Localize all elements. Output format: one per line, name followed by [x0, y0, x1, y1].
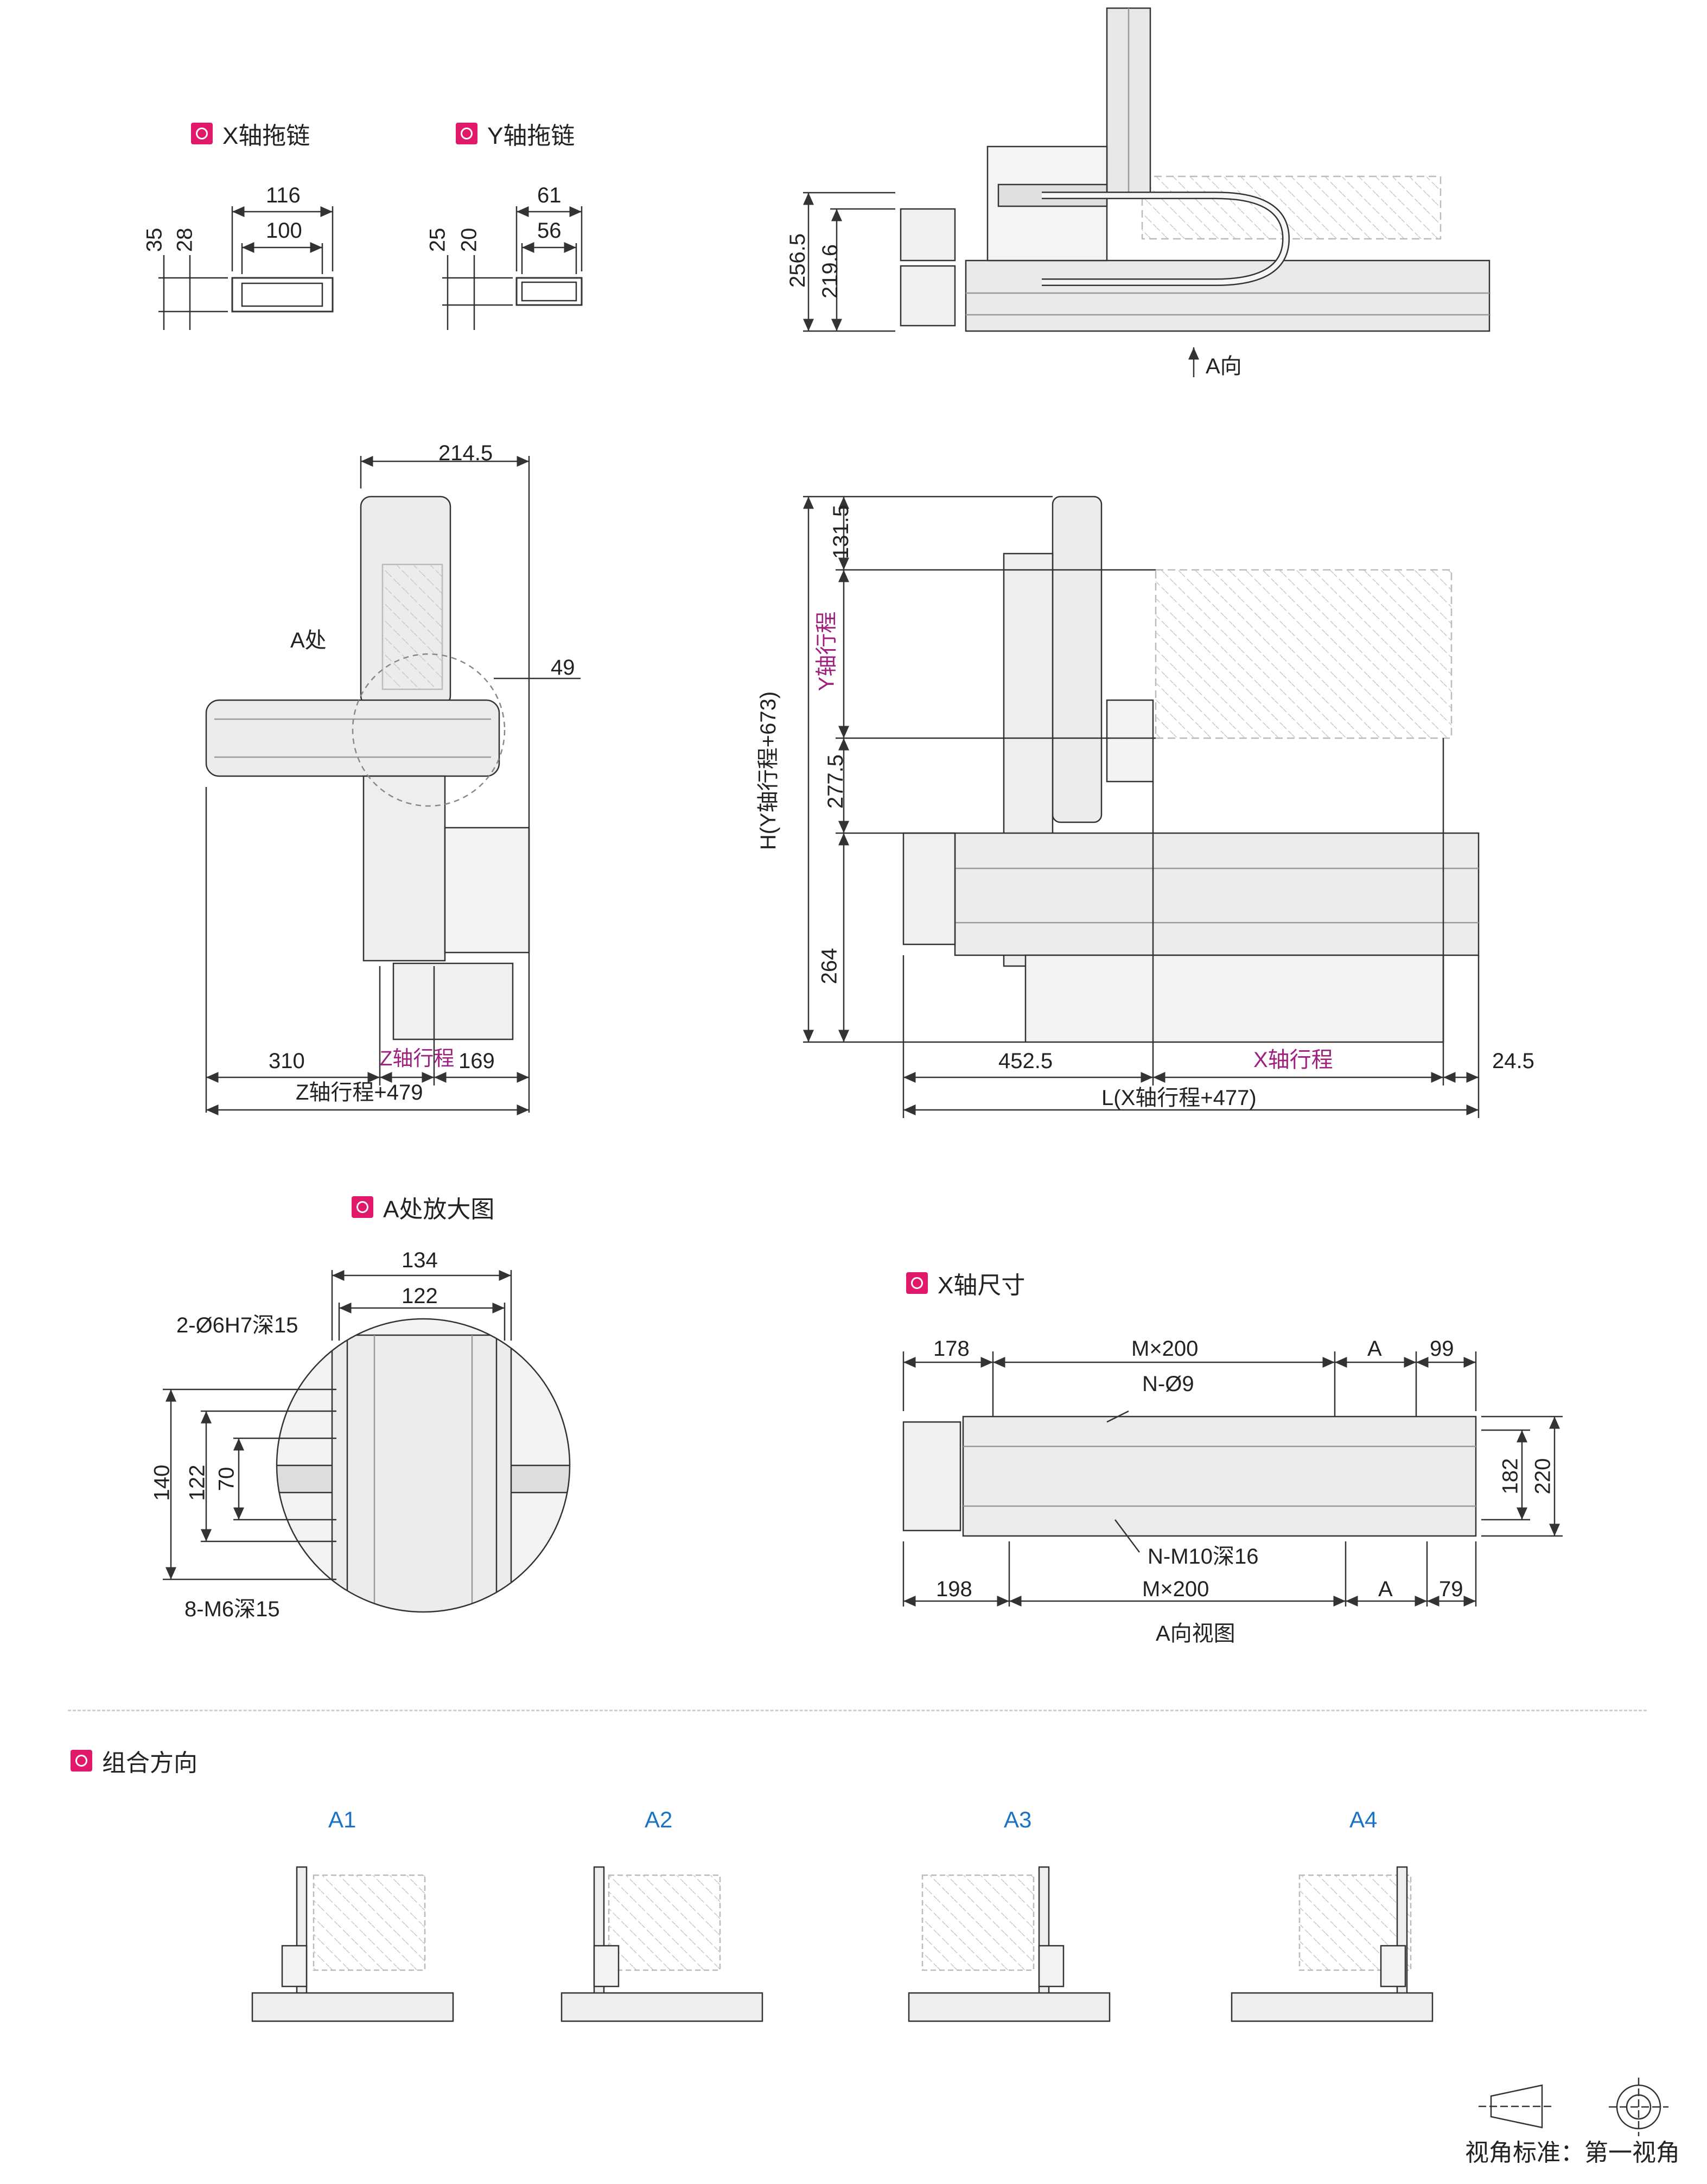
dim-x-bot-left: 198: [936, 1577, 972, 1601]
dim-x-holes-top: N-Ø9: [1142, 1372, 1194, 1396]
dim-x-h-outer: 220: [1531, 1458, 1555, 1495]
bullet-icon: [191, 123, 213, 144]
bullet-icon: [71, 1750, 92, 1772]
dim-y-chain-h-outer: 25: [425, 227, 450, 252]
dim-top-h-inner: 219.6: [818, 244, 843, 299]
x-chain-title: X轴拖链: [222, 123, 310, 149]
combo-title: 组合方向: [102, 1750, 198, 1776]
dim-detail-h-outer: 140: [150, 1464, 174, 1501]
dim-detail-pins: 2-Ø6H7深15: [176, 1313, 298, 1337]
combo-label-a1: A1: [328, 1807, 356, 1832]
dim-side-left: 310: [269, 1049, 305, 1073]
top-view: [803, 7, 1491, 377]
dim-front-y-stroke: Y轴行程: [814, 611, 839, 691]
y-chain-title: Y轴拖链: [487, 123, 575, 149]
combo-a4: [1231, 1866, 1434, 2022]
combo-label-a4: A4: [1349, 1807, 1378, 1832]
dim-front-bottom: 264: [817, 948, 842, 985]
combo-a3: [908, 1866, 1111, 2022]
front-view: [803, 496, 1480, 1118]
dim-x-top-a: A: [1367, 1337, 1382, 1361]
dim-x-bot-a: A: [1378, 1577, 1393, 1601]
combo-a2: [560, 1866, 763, 2022]
combo-diagrams: [251, 1866, 1434, 2022]
dim-front-x-stroke: X轴行程: [1253, 1048, 1333, 1072]
bullet-icon: [352, 1196, 373, 1218]
view-standard-label: 视角标准：第一视角: [1465, 2139, 1680, 2166]
y-chain-heading: Y轴拖链: [456, 116, 575, 151]
dim-side-right: 169: [458, 1049, 495, 1073]
first-angle-symbol-icon: [1479, 2078, 1668, 2136]
view-arrow-a-label: A向: [1206, 354, 1242, 378]
y-chain-section: [442, 206, 583, 330]
dim-front-right: 24.5: [1492, 1049, 1534, 1073]
x-axis-caption: A向视图: [1156, 1622, 1235, 1646]
dim-x-top-left: 178: [933, 1337, 970, 1361]
bullet-icon: [456, 123, 477, 144]
combo-a1: [251, 1866, 454, 2022]
dim-side-top-width: 214.5: [438, 441, 493, 465]
combo-heading: 组合方向: [71, 1743, 198, 1778]
dim-side-z-stroke: Z轴行程: [380, 1047, 455, 1070]
dim-front-top: 131.5: [829, 504, 853, 560]
dim-x-h-inner: 182: [1498, 1458, 1523, 1495]
detail-a-title: A处放大图: [383, 1196, 495, 1223]
section-divider: [68, 1710, 1647, 1711]
dim-side-total: Z轴行程+479: [296, 1081, 423, 1104]
dim-x-top-pitch: M×200: [1131, 1337, 1199, 1361]
dim-front-left: 452.5: [998, 1049, 1053, 1073]
bullet-icon: [906, 1272, 928, 1294]
dim-detail-screws: 8-M6深15: [184, 1597, 280, 1621]
x-axis-view: [902, 1351, 1563, 1607]
x-chain-section: [158, 206, 334, 330]
dim-y-chain-h-inner: 20: [457, 227, 481, 252]
combo-label-a3: A3: [1004, 1807, 1032, 1832]
dim-front-h-total: H(Y轴行程+673): [756, 691, 781, 850]
x-axis-title: X轴尺寸: [938, 1272, 1026, 1299]
dim-detail-w-outer: 134: [402, 1248, 438, 1272]
x-chain-heading: X轴拖链: [191, 116, 310, 151]
dim-x-chain-w-inner: 100: [266, 219, 302, 243]
dim-x-bot-right: 79: [1439, 1577, 1463, 1601]
dim-x-chain-h-outer: 35: [142, 227, 167, 252]
dim-detail-h-mid: 122: [185, 1464, 209, 1501]
dim-y-chain-w-inner: 56: [537, 219, 562, 243]
dim-side-offset: 49: [551, 656, 575, 680]
label-detail-a: A处: [290, 628, 327, 652]
side-view: [205, 456, 581, 1115]
x-axis-heading: X轴尺寸: [906, 1266, 1025, 1300]
dim-x-bot-pitch: M×200: [1142, 1577, 1209, 1601]
dim-front-mid: 277.5: [824, 754, 848, 809]
dim-detail-w-inner: 122: [402, 1284, 438, 1308]
dim-x-top-right: 99: [1430, 1337, 1454, 1361]
dim-y-chain-w-outer: 61: [537, 183, 562, 207]
dim-front-l-total: L(X轴行程+477): [1101, 1086, 1257, 1110]
dim-x-chain-h-inner: 28: [173, 227, 197, 252]
dim-detail-h-inner: 70: [214, 1466, 239, 1491]
dim-x-chain-w-outer: 116: [266, 183, 301, 207]
detail-a-heading: A处放大图: [352, 1190, 494, 1224]
dim-x-holes-bottom: N-M10深16: [1148, 1545, 1259, 1569]
detail-a-view: [163, 1270, 571, 1613]
dim-top-h-outer: 256.5: [786, 233, 810, 288]
combo-label-a2: A2: [645, 1807, 673, 1832]
